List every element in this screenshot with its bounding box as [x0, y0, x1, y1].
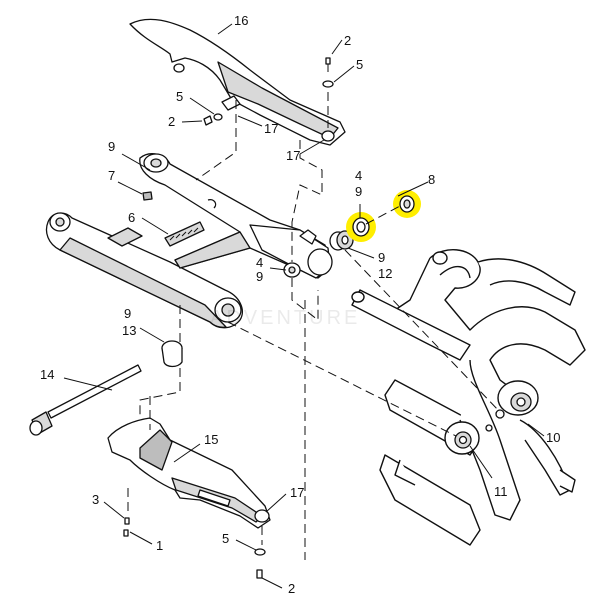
callout-17-lower: 17 — [290, 485, 304, 500]
callout-6: 6 — [128, 210, 135, 225]
callout-13: 13 — [122, 323, 136, 338]
callout-17-mid: 17 — [286, 148, 300, 163]
callout-17-upper: 17 — [264, 121, 278, 136]
lower-chain-guard — [107, 417, 271, 529]
upper-chain-guard — [129, 18, 346, 146]
callout-11: 11 — [494, 484, 508, 499]
leader-lines — [63, 23, 545, 589]
callout-9-upper: 9 — [108, 139, 115, 154]
bearing-9-12 — [329, 230, 354, 251]
pivot-axle — [29, 364, 142, 436]
highlighted-washer-4-9 — [346, 212, 376, 242]
callout-16: 16 — [234, 13, 248, 28]
callout-9-bushing: 9 — [124, 306, 131, 321]
callout-2-top: 2 — [344, 33, 351, 48]
callout-4-lower: 4 — [256, 255, 263, 270]
chain-slider-part — [164, 221, 205, 247]
callout-10: 10 — [546, 430, 560, 445]
callout-8: 8 — [428, 172, 435, 187]
callout-2-left: 2 — [168, 114, 175, 129]
callout-2-bottom: 2 — [288, 581, 295, 596]
swingarm — [45, 153, 333, 329]
callout-5-left: 5 — [176, 89, 183, 104]
callout-9-right: 9 — [355, 184, 362, 199]
callout-9-lower: 9 — [256, 269, 263, 284]
callout-7: 7 — [108, 168, 115, 183]
callout-9-bearing: 9 — [378, 250, 385, 265]
callout-3: 3 — [92, 492, 99, 507]
pin-part — [142, 191, 153, 201]
callout-5-bottom: 5 — [222, 531, 229, 546]
callout-4-right: 4 — [355, 168, 362, 183]
callout-12: 12 — [378, 266, 392, 281]
callout-labels: 16 2 5 5 2 17 17 9 7 6 4 9 8 9 12 4 9 9 … — [40, 13, 560, 596]
motorcycle-frame — [351, 249, 586, 546]
callout-15: 15 — [204, 432, 218, 447]
callout-5-top: 5 — [356, 57, 363, 72]
bushing-9-13 — [161, 340, 183, 368]
fasteners — [123, 57, 334, 579]
washer-4-9-lower — [283, 262, 301, 278]
watermark-text: ADVENTURE — [210, 307, 360, 329]
callout-14: 14 — [40, 367, 54, 382]
callout-1: 1 — [156, 538, 163, 553]
assembly-dash-lines — [127, 92, 501, 560]
highlighted-seal-8 — [393, 190, 421, 218]
